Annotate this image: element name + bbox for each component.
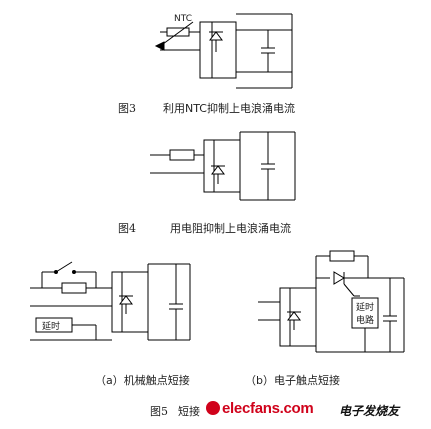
figure5-caption-number: 图5 [150,405,168,418]
figure5b-circuit [258,250,405,353]
delay-label-b-line1: 延时 [356,301,374,313]
ntc-thermistor-slash [162,21,194,45]
watermark-name: 电子发烧友 [339,404,400,418]
figure4-caption-text: 用电阻抑制上电浪涌电流 [170,222,291,235]
rectifier-block [203,139,241,193]
mechanical-switch [55,261,73,273]
figure4-caption-number: 图4 [118,222,136,235]
figure5-caption-text: 短接 [178,405,200,418]
delay-block-b [351,297,379,329]
figure5a-circuit [30,261,191,341]
resistor [169,149,195,161]
ntc-label: NTC [174,14,192,24]
figure5a-subcaption: （a）机械触点短接 [95,374,190,387]
rectifier-block [111,271,149,333]
figure3-caption-text: 利用NTC抑制上电浪涌电流 [163,102,295,115]
delay-label-b-line2: 电路 [356,314,374,326]
ntc-thermistor [166,27,190,37]
figure5b-subcaption: （b）电子触点短接 [245,374,340,387]
resistor [329,250,355,262]
figure4-circuit [150,131,296,201]
figure3-circuit [154,13,293,89]
watermark-site: elecfans.com [222,400,314,417]
rectifier-block [199,21,237,79]
delay-label-a: 延时 [42,320,60,332]
figure3-caption-number: 图3 [118,102,136,115]
thyristor-icon [333,271,345,285]
arrow-left-icon [154,41,165,51]
watermark-logo-icon [206,401,220,415]
resistor [61,282,87,294]
